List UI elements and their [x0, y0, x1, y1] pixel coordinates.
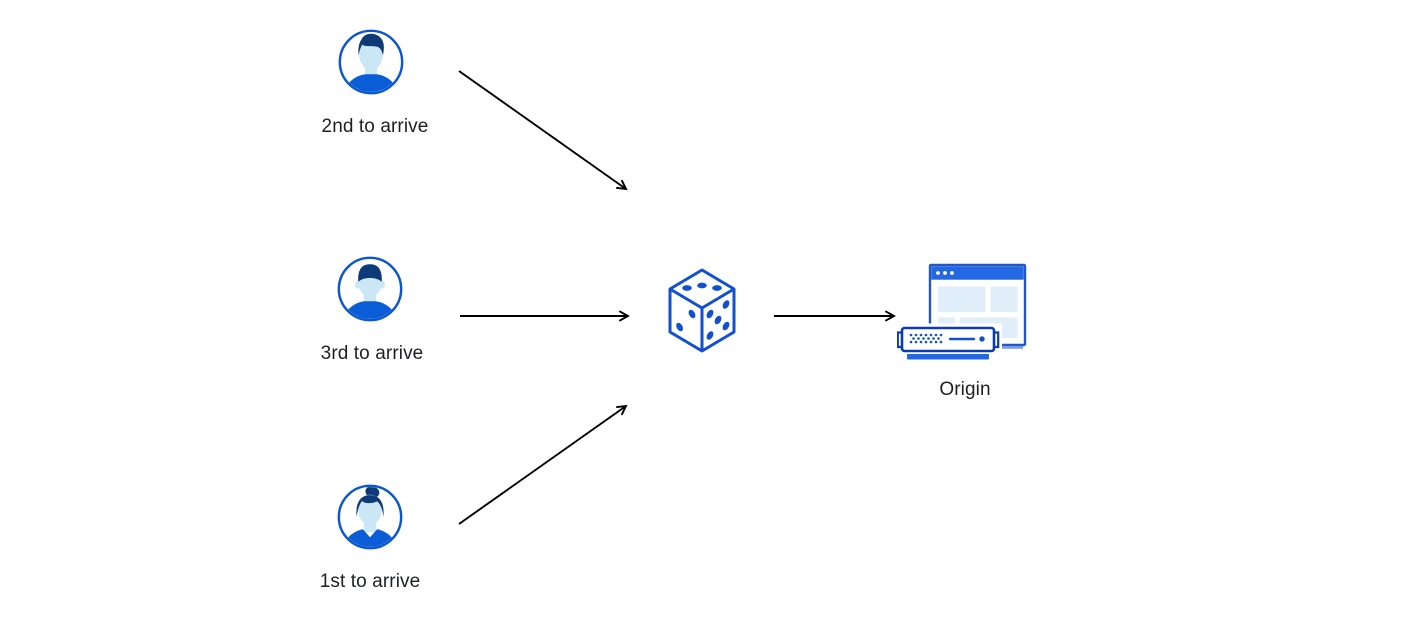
origin-server-icon [897, 263, 1027, 360]
woman-bun-hair-avatar-icon [337, 484, 403, 550]
man-swoop-hair-avatar-icon [338, 29, 404, 95]
client-label-2nd: 2nd to arrive [321, 116, 429, 137]
arrow-client1-to-dice [458, 404, 628, 525]
dice-icon [668, 268, 736, 353]
man-flat-hair-avatar-icon [337, 256, 403, 322]
origin-label: Origin [939, 379, 991, 400]
arrow-client2-to-dice [458, 70, 628, 191]
client-label-1st: 1st to arrive [319, 571, 421, 592]
server-icon [897, 323, 1002, 360]
client-label-3rd: 3rd to arrive [320, 343, 424, 364]
